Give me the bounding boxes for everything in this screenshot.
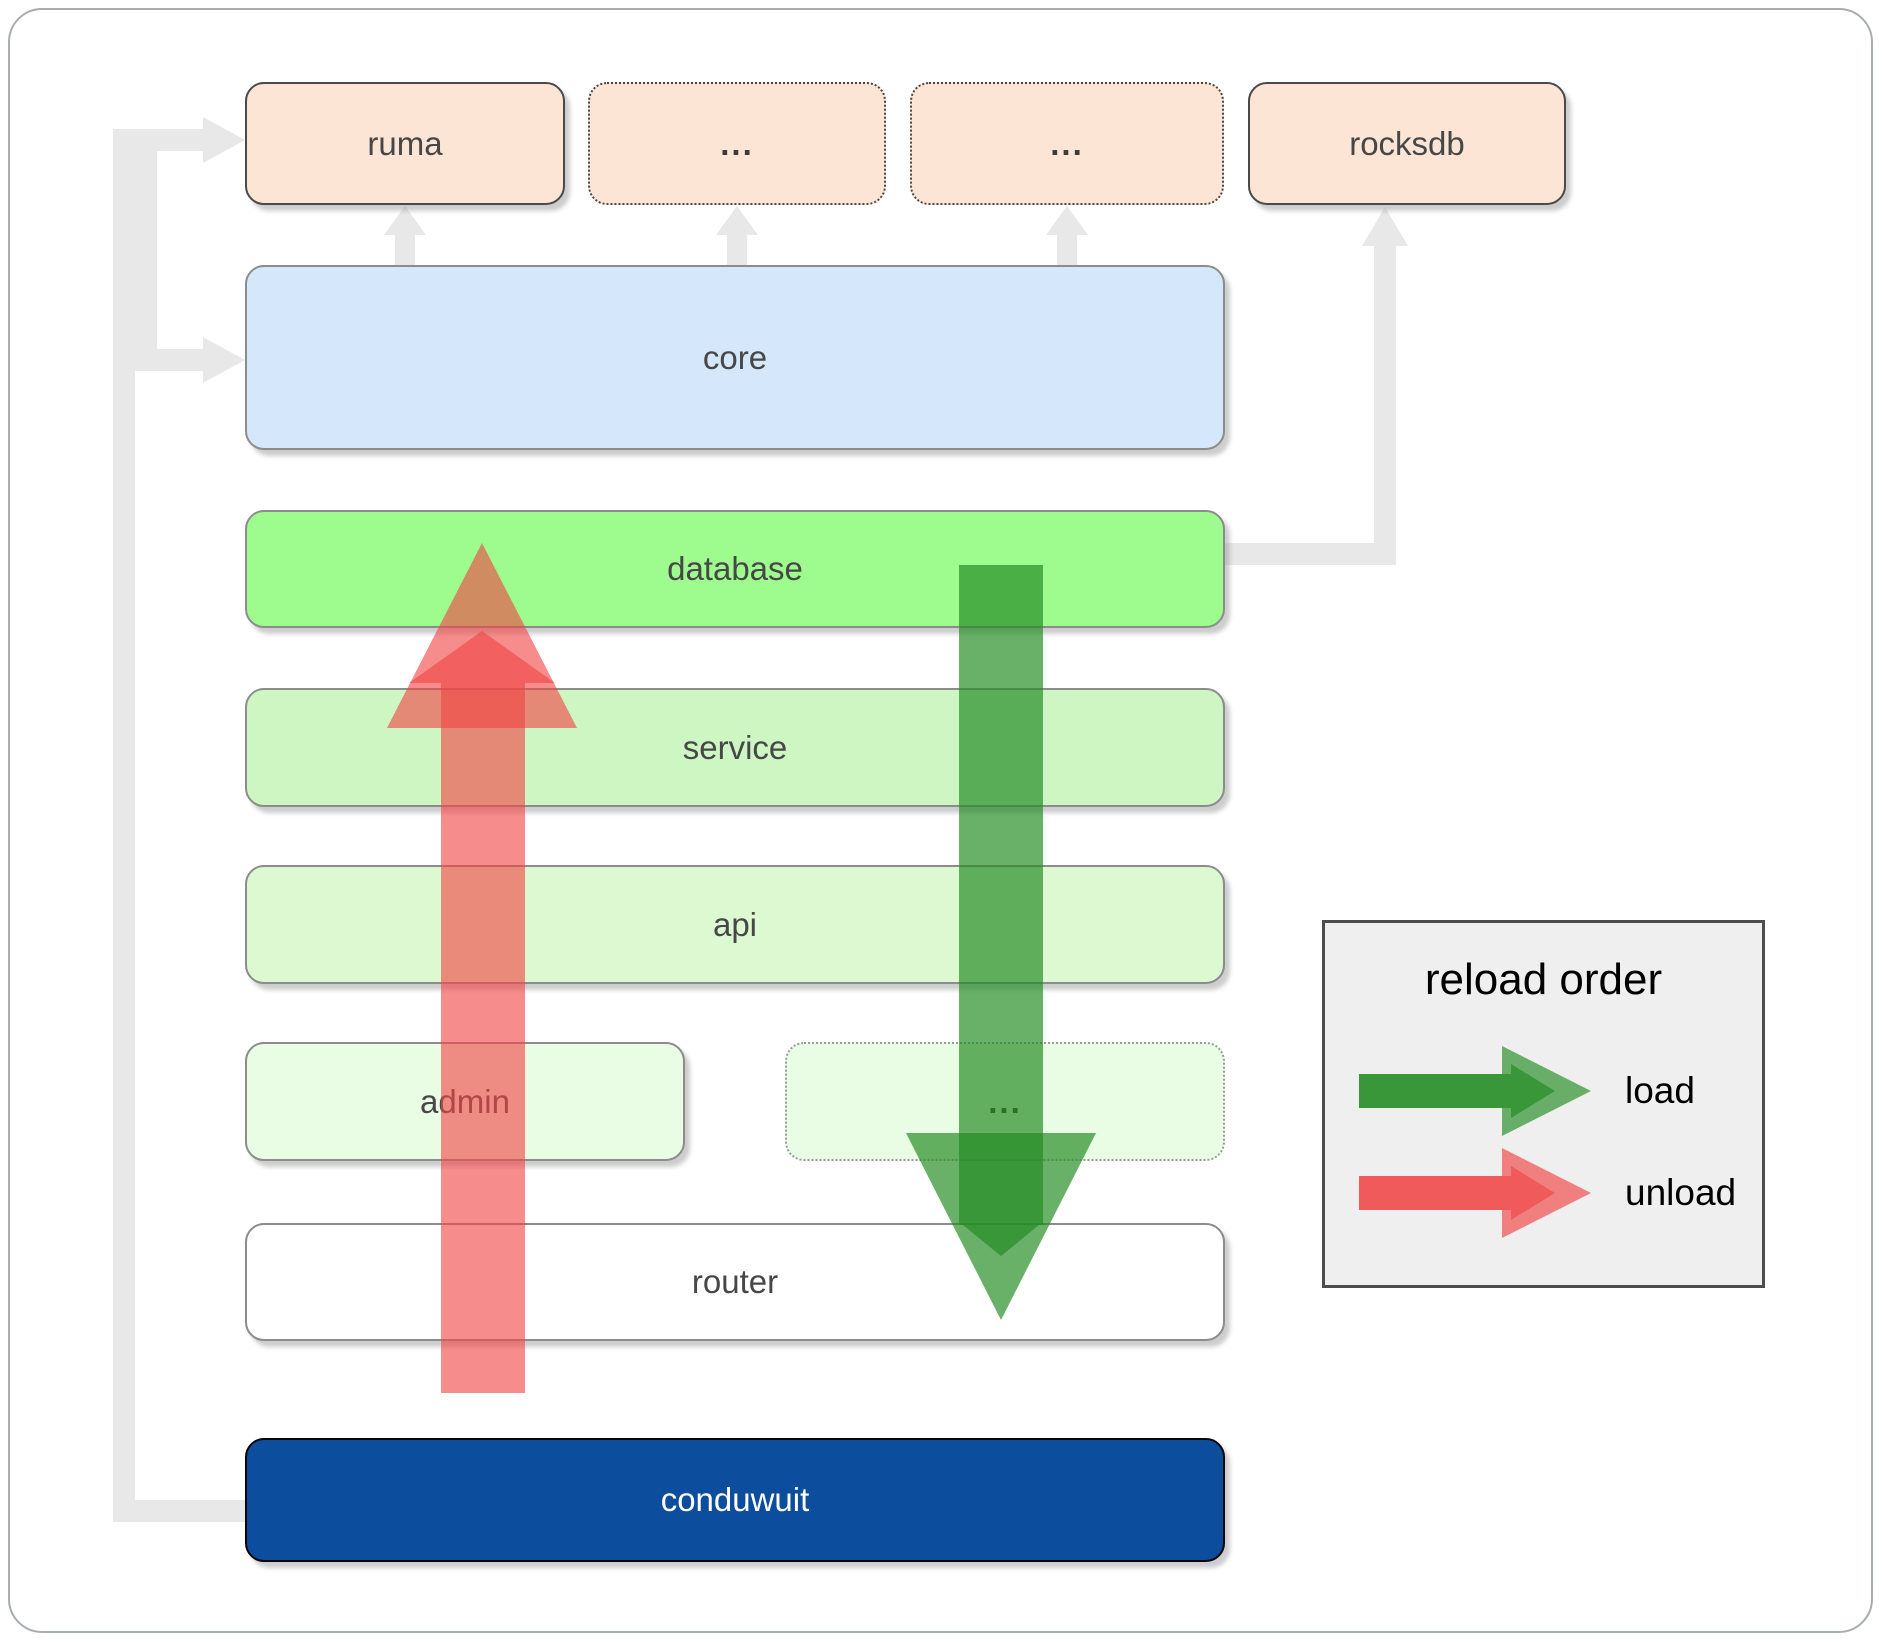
- node-api-label: api: [712, 905, 758, 943]
- legend-box: reload order load unload: [1322, 920, 1765, 1288]
- legend-row-load: load: [1325, 1041, 1762, 1141]
- node-service: service: [245, 688, 1225, 807]
- node-ruma-label: ruma: [367, 124, 443, 162]
- node-ellipsis-bottom-label: ...: [988, 1082, 1022, 1120]
- node-core: core: [245, 265, 1225, 450]
- node-rocksdb-label: rocksdb: [1349, 124, 1465, 162]
- node-ruma: ruma: [245, 82, 565, 205]
- legend-label-load: load: [1625, 1070, 1695, 1111]
- node-ellipsis-top-2: ...: [910, 82, 1224, 205]
- unload-arrow-icon: [1359, 1148, 1591, 1238]
- node-service-label: service: [682, 728, 788, 766]
- node-ellipsis-bottom: ...: [785, 1042, 1225, 1161]
- node-router: router: [245, 1223, 1225, 1341]
- legend-label-unload: unload: [1625, 1172, 1737, 1213]
- node-admin-label: admin: [420, 1082, 510, 1120]
- node-ellipsis-top-1: ...: [588, 82, 886, 205]
- node-ellipsis-top-2-label: ...: [1050, 124, 1084, 162]
- node-admin: admin: [245, 1042, 685, 1161]
- node-conduwuit-label: conduwuit: [660, 1481, 810, 1518]
- node-router-label: router: [691, 1263, 779, 1300]
- node-rocksdb: rocksdb: [1248, 82, 1566, 205]
- node-ellipsis-top-1-label: ...: [720, 124, 754, 162]
- node-database-label: database: [667, 550, 803, 587]
- load-arrow-icon: [1359, 1046, 1591, 1136]
- outer-frame: [8, 8, 1873, 1633]
- legend-row-unload: unload: [1325, 1143, 1762, 1243]
- legend-title: reload order: [1424, 955, 1663, 1004]
- node-core-label: core: [702, 338, 768, 376]
- node-database: database: [245, 510, 1225, 628]
- node-conduwuit: conduwuit: [245, 1438, 1225, 1562]
- node-api: api: [245, 865, 1225, 984]
